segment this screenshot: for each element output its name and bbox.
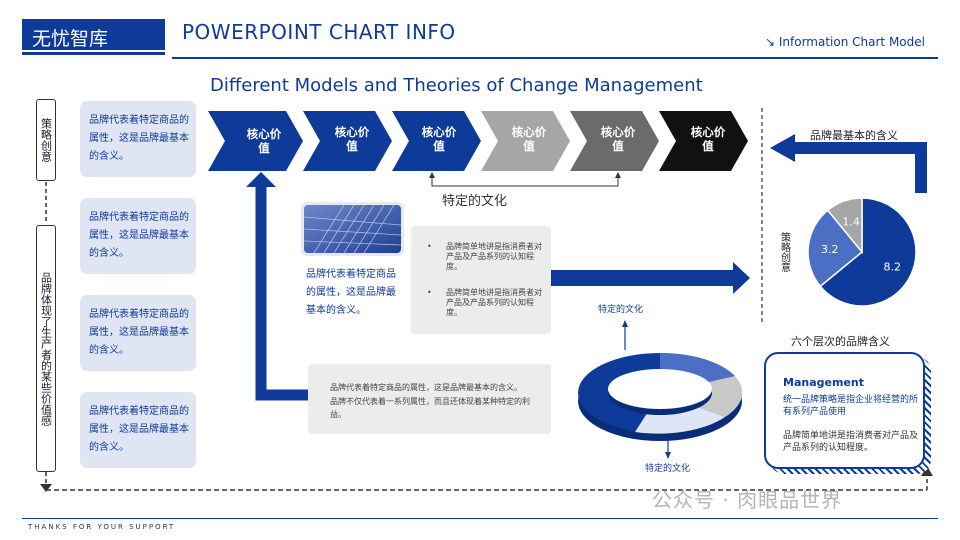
chevron-labels: 核心价值 核心价值 核心价值 核心价值 核心价值 核心价值 [208,107,753,175]
strategy-label: 策略创意 [36,99,56,181]
chevron-label: 核心价值 [334,125,370,153]
header-title: POWERPOINT CHART INFO [182,20,456,44]
description-line: 品牌代表着特定商品的属性，这是品牌最基本的含义。 [330,383,522,392]
right-arrow-head [733,262,750,294]
info-card: 品牌代表着特定商品的属性，这是品牌最基本的含义。 [80,101,196,177]
culture-label: 特定的文化 [442,194,508,209]
chevron-step [208,111,303,171]
elbow-arrowhead [246,172,276,187]
brand-value-label: 品牌体现了生产者的某些价值感 [36,225,56,472]
pie-elbow-arrowhead [770,134,795,162]
bullet-box: • 品牌简单地讲是指消费者对产品及产品系列的认知程度。 • 品牌简单地讲是指消费… [411,226,551,334]
chevron-label: 核心价值 [421,125,457,153]
description-box: 品牌代表着特定商品的属性，这是品牌最基本的含义。 品牌不仅代表着一系列属性，而且… [308,364,551,434]
info-card: 品牌代表着特定商品的属性，这是品牌最基本的含义。 [80,198,196,274]
pie-value-label: 1.4 [842,215,860,228]
pie-arrow-label: 品牌最基本的含义 [810,129,898,142]
page-title: Different Models and Theories of Change … [210,75,703,96]
chevron-label: 核心价值 [690,125,726,153]
info-card: 品牌代表着特定商品的属性，这是品牌最基本的含义。 [80,295,196,371]
header-divider [172,57,938,59]
chevron-step [659,111,748,171]
brand-logo-box: 无忧智库 [22,19,165,50]
elbow-arrow [255,185,308,401]
bullet-text: 品牌简单地讲是指消费者对产品及产品系列的认知程度。 [446,288,542,317]
management-card: Management 统一品牌策略是指企业将经营的所有系列产品使用 品牌简单地讲… [764,352,925,469]
pie-elbow-arrow [795,142,927,193]
info-chart-model-link[interactable]: ↘ Information Chart Model [765,35,925,49]
building-image [304,205,401,253]
pie-slice [819,197,917,307]
ring-top-label: 特定的文化 [598,305,644,315]
chevron-process [208,111,748,171]
footer-text: THANKS FOR YOUR SUPPORT [28,523,176,531]
hierarchy-label: 六个层次的品牌含义 [791,335,890,348]
ring-graphic [578,352,743,441]
chevron-step [570,111,659,171]
brand-name: 无忧智库 [32,28,109,50]
bullet-text: 品牌简单地讲是指消费者对产品及产品系列的认知程度。 [446,242,542,271]
management-text: 统一品牌策略是指企业将经营的所有系列产品使用 [783,395,919,417]
management-title: Management [783,376,864,389]
pie-side-label: 策略创意 [778,232,790,272]
description-line: 品牌不仅代表着一系列属性，而且还体现着某种特定的利益。 [330,397,530,419]
chevron-step [303,111,392,171]
info-card: 品牌代表着特定商品的属性，这是品牌最基本的含义。 [80,392,196,468]
arrowhead-left [40,484,52,492]
chevron-step [481,111,570,171]
watermark: 公众号 · 肉眼品世界 [652,488,843,512]
pie-slice [807,209,864,288]
chevron-label: 核心价值 [246,127,282,155]
footer-divider [22,518,938,519]
management-text: 品牌简单地讲是指消费者对产品及产品系列的认知程度。 [783,431,919,453]
brand-underline [22,52,165,55]
pie-value-label: 3.2 [821,243,839,256]
culture-bracket [431,178,619,187]
ring-bottom-label: 特定的文化 [645,464,691,474]
pie-slice [826,197,863,255]
pie-value-label: 8.2 [884,260,902,273]
building-image-frame [301,202,404,256]
right-arrow-body [550,270,735,286]
arrowhead-up [921,466,933,476]
image-caption: 品牌代表着特定商品的属性，这是品牌最基本的含义。 [306,269,396,316]
pie-chart: 8.2 3.2 1.4 [807,197,917,307]
chevron-label: 核心价值 [511,125,547,153]
chevron-step [392,111,481,171]
chevron-label: 核心价值 [600,125,636,153]
